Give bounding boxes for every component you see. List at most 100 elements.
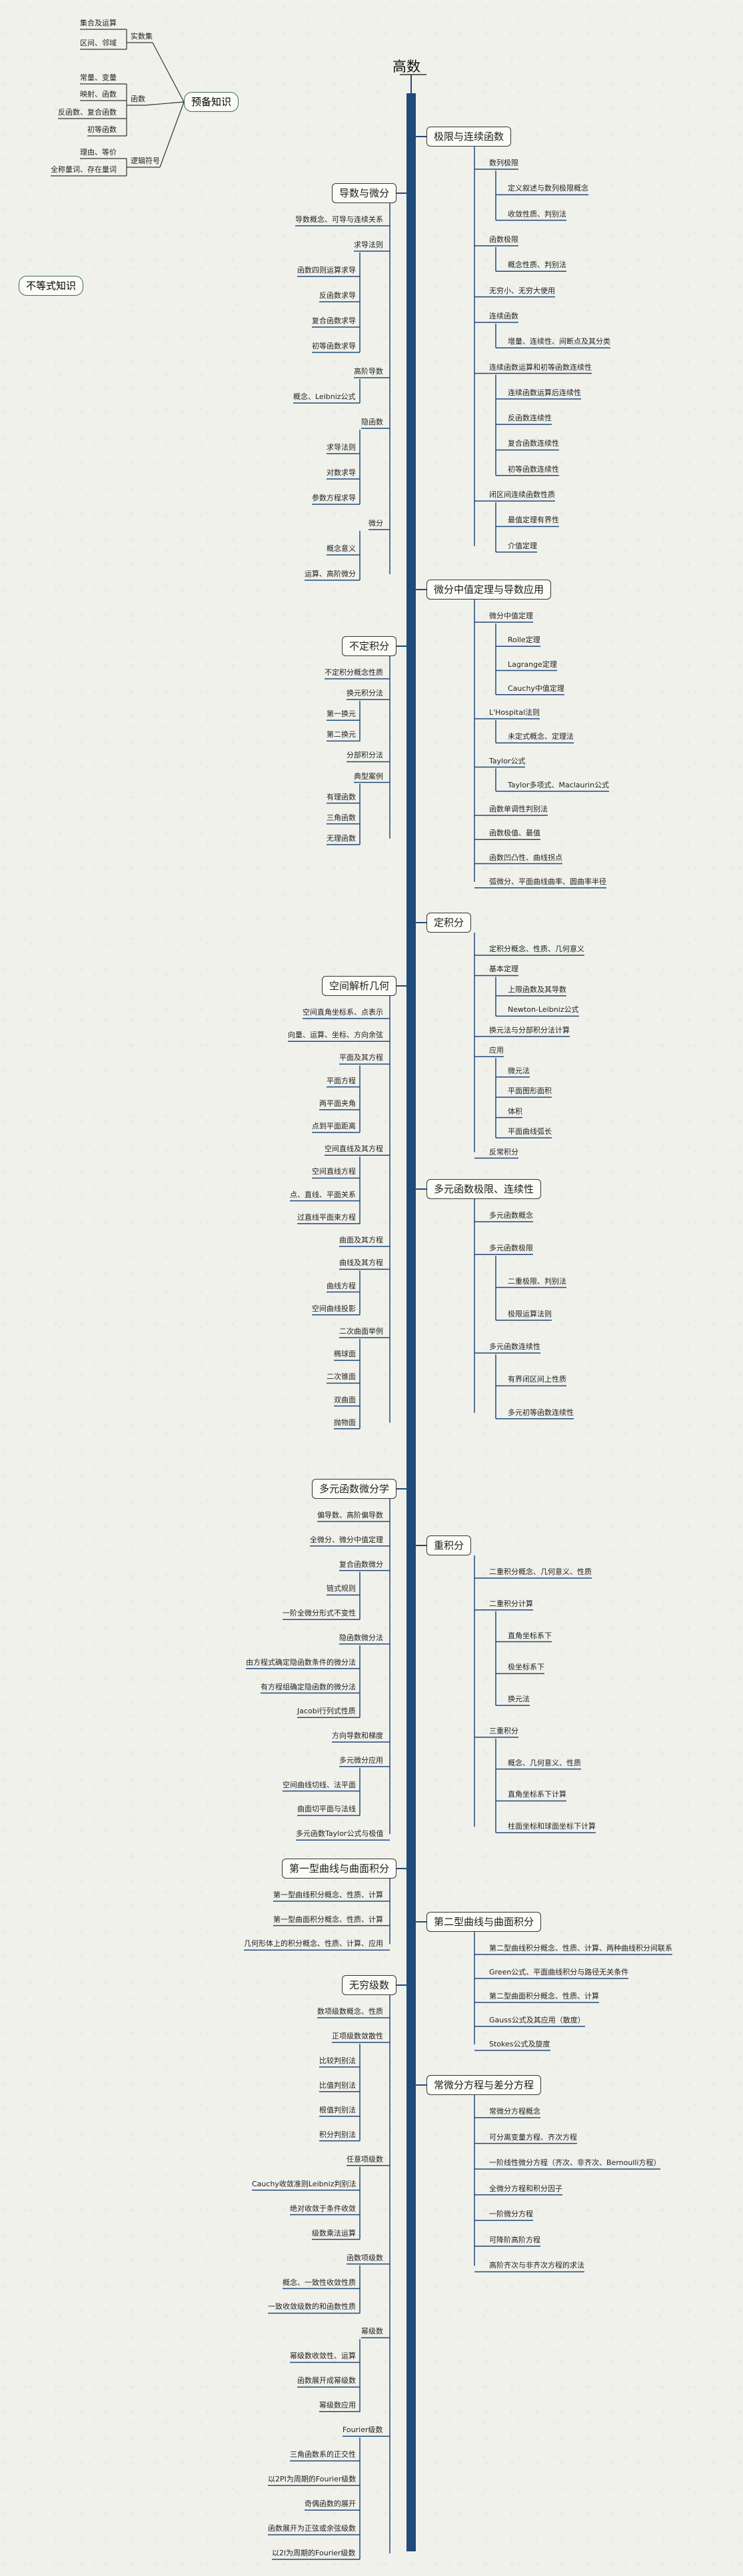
right-subitem[interactable]: 概念、几何意义、性质	[508, 1758, 581, 1767]
right-item[interactable]: 应用	[489, 1046, 504, 1055]
right-item[interactable]: Stokes公式及旋度	[489, 2040, 550, 2048]
left-subitem[interactable]: 曲面切平面与法线	[297, 1805, 356, 1814]
prereq-item[interactable]: 初等函数	[87, 125, 117, 134]
left-item[interactable]: 分部积分法	[347, 751, 383, 760]
left-item[interactable]: 高阶导数	[354, 367, 383, 376]
left-topic-5[interactable]: 无穷级数	[342, 1975, 397, 1995]
left-item[interactable]: 第一型曲面积分概念、性质、计算	[273, 1915, 383, 1924]
left-subitem[interactable]: 三角函数系的正交性	[290, 2450, 356, 2459]
left-item[interactable]: 微分	[369, 519, 383, 528]
left-subitem[interactable]: 运算、高阶微分	[305, 570, 356, 578]
right-item[interactable]: 函数极值、最值	[489, 829, 540, 838]
right-item[interactable]: Taylor公式	[489, 756, 526, 765]
left-subitem[interactable]: 第一换元	[327, 709, 356, 719]
left-subitem[interactable]: 链式规则	[327, 1584, 356, 1593]
left-topic-0[interactable]: 导数与微分	[332, 183, 397, 203]
right-item[interactable]: 多元函数连续性	[489, 1342, 540, 1352]
right-item[interactable]: 一阶微分方程	[489, 2210, 533, 2219]
left-subitem[interactable]: 一阶全微分形式不变性	[283, 1609, 356, 1618]
left-subitem[interactable]: 第二换元	[327, 730, 356, 739]
left-item[interactable]: 几何形体上的积分概念、性质、计算、应用	[244, 1939, 383, 1948]
right-subitem[interactable]: 极限运算法则	[508, 1309, 552, 1318]
right-item[interactable]: 微分中值定理	[489, 612, 533, 620]
left-subitem[interactable]: 比值判别法	[319, 2080, 356, 2090]
left-item[interactable]: 换元积分法	[347, 689, 383, 698]
left-item[interactable]: 多元函数Taylor公式与极值	[296, 1829, 384, 1839]
right-item[interactable]: 一阶线性微分方程（齐次、非齐次、Bernoulli方程）	[489, 2158, 661, 2168]
right-item[interactable]: Green公式、平面曲线积分与路径无关条件	[489, 1968, 629, 1976]
inequality-topic[interactable]: 不等式知识	[19, 276, 84, 296]
right-item[interactable]: 函数单调性判别法	[489, 805, 548, 813]
left-item[interactable]: 隐函数	[361, 418, 383, 426]
right-item[interactable]: 数列极限	[489, 159, 518, 167]
right-subitem[interactable]: 介值定理	[508, 541, 537, 550]
right-item[interactable]: 基本定理	[489, 965, 518, 974]
right-item[interactable]: 换元法与分部积分法计算	[489, 1025, 570, 1035]
prereq-item[interactable]: 理由、等价	[80, 148, 117, 157]
left-subitem[interactable]: 有方程组确定隐函数的微分法	[261, 1682, 356, 1691]
left-item[interactable]: 典型案例	[354, 771, 383, 781]
right-item[interactable]: 三重积分	[489, 1726, 518, 1735]
left-subitem[interactable]: 以2l为周期的Fourier级数	[272, 2549, 356, 2558]
right-subitem[interactable]: Newton-Leibniz公式	[508, 1005, 579, 1015]
left-subitem[interactable]: 空间曲线投影	[312, 1304, 356, 1313]
left-subitem[interactable]: 空间直线方程	[312, 1167, 356, 1176]
left-subitem[interactable]: 反函数求导	[319, 291, 356, 300]
left-subitem[interactable]: 曲线方程	[327, 1281, 356, 1290]
right-item[interactable]: Gauss公式及其应用（散度）	[489, 2016, 585, 2024]
left-subitem[interactable]: 级数乘法运算	[312, 2228, 356, 2238]
left-subitem[interactable]: 二次锥面	[327, 1372, 356, 1382]
prereq-topic[interactable]: 预备知识	[184, 92, 239, 112]
left-topic-2[interactable]: 空间解析几何	[322, 976, 397, 996]
right-item[interactable]: 反常积分	[489, 1147, 518, 1156]
left-subitem[interactable]: 双曲面	[334, 1395, 356, 1404]
left-item[interactable]: 数项级数概念、性质	[317, 2007, 383, 2016]
root-title[interactable]: 高数	[392, 59, 420, 75]
right-subitem[interactable]: 直角坐标系下计算	[508, 1790, 566, 1799]
left-subitem[interactable]: 函数四则运算求导	[297, 266, 356, 274]
left-topic-3[interactable]: 多元函数微分学	[312, 1479, 397, 1499]
left-item[interactable]: 偏导数、高阶偏导数	[317, 1511, 383, 1519]
left-subitem[interactable]: 概念意义	[327, 544, 356, 553]
prereq-group[interactable]: 实数集	[131, 32, 153, 41]
left-subitem[interactable]: 比较判别法	[319, 2056, 356, 2065]
left-subitem[interactable]: 概念、一致性收敛性质	[283, 2278, 356, 2287]
right-topic-2[interactable]: 定积分	[426, 913, 472, 933]
left-item[interactable]: 不定积分概念性质	[325, 668, 383, 677]
right-subitem[interactable]: 增量、连续性、间断点及其分类	[508, 337, 610, 346]
right-subitem[interactable]: Lagrange定理	[508, 659, 557, 669]
left-subitem[interactable]: 积分判别法	[319, 2130, 356, 2139]
right-subitem[interactable]: Taylor多项式、Maclaurin公式	[508, 780, 610, 789]
prereq-item[interactable]: 映射、函数	[80, 90, 117, 99]
right-subitem[interactable]: 上限函数及其导数	[508, 985, 566, 994]
left-item[interactable]: 平面及其方程	[339, 1053, 383, 1063]
left-item[interactable]: 幂级数	[361, 2327, 383, 2336]
right-item[interactable]: 多元函数概念	[489, 1211, 533, 1220]
left-subitem[interactable]: Jacobi行列式性质	[297, 1707, 356, 1716]
right-item[interactable]: 弧微分、平面曲线曲率、圆曲率半径	[489, 877, 606, 886]
left-item[interactable]: 二次曲面举例	[339, 1326, 383, 1336]
right-subitem[interactable]: 平面曲线弧长	[508, 1127, 552, 1136]
right-item[interactable]: 高阶齐次与非齐次方程的求法	[489, 2261, 584, 2270]
right-subitem[interactable]: 多元初等函数连续性	[508, 1408, 574, 1417]
prereq-group[interactable]: 函数	[131, 95, 145, 103]
left-topic-1[interactable]: 不定积分	[342, 636, 397, 656]
right-subitem[interactable]: 微元法	[508, 1066, 530, 1075]
left-item[interactable]: 向量、运算、坐标、方向余弦	[288, 1031, 383, 1040]
left-subitem[interactable]: 有理函数	[327, 792, 356, 801]
prereq-item[interactable]: 常量、变量	[80, 73, 117, 82]
left-item[interactable]: 方向导数和梯度	[332, 1731, 383, 1741]
right-subitem[interactable]: 最值定理有界性	[508, 516, 559, 525]
left-subitem[interactable]: 以2PI为周期的Fourier级数	[268, 2475, 357, 2484]
left-item[interactable]: 第一型曲线积分概念、性质、计算	[273, 1891, 383, 1899]
right-subitem[interactable]: 概念性质、判别法	[508, 260, 566, 270]
left-item[interactable]: 隐函数微分法	[339, 1633, 383, 1642]
left-subitem[interactable]: 幂级数收敛性、运算	[290, 2352, 356, 2361]
left-subitem[interactable]: 由方程式确定隐函数条件的微分法	[246, 1657, 356, 1667]
left-item[interactable]: 任意项级数	[347, 2154, 383, 2164]
right-topic-5[interactable]: 第二型曲线与曲面积分	[426, 1912, 542, 1932]
right-topic-3[interactable]: 多元函数极限、连续性	[426, 1179, 542, 1199]
left-topic-4[interactable]: 第一型曲线与曲面积分	[282, 1859, 397, 1879]
right-item[interactable]: 可降阶高阶方程	[489, 2235, 540, 2244]
left-subitem[interactable]: 复合函数求导	[312, 316, 356, 325]
